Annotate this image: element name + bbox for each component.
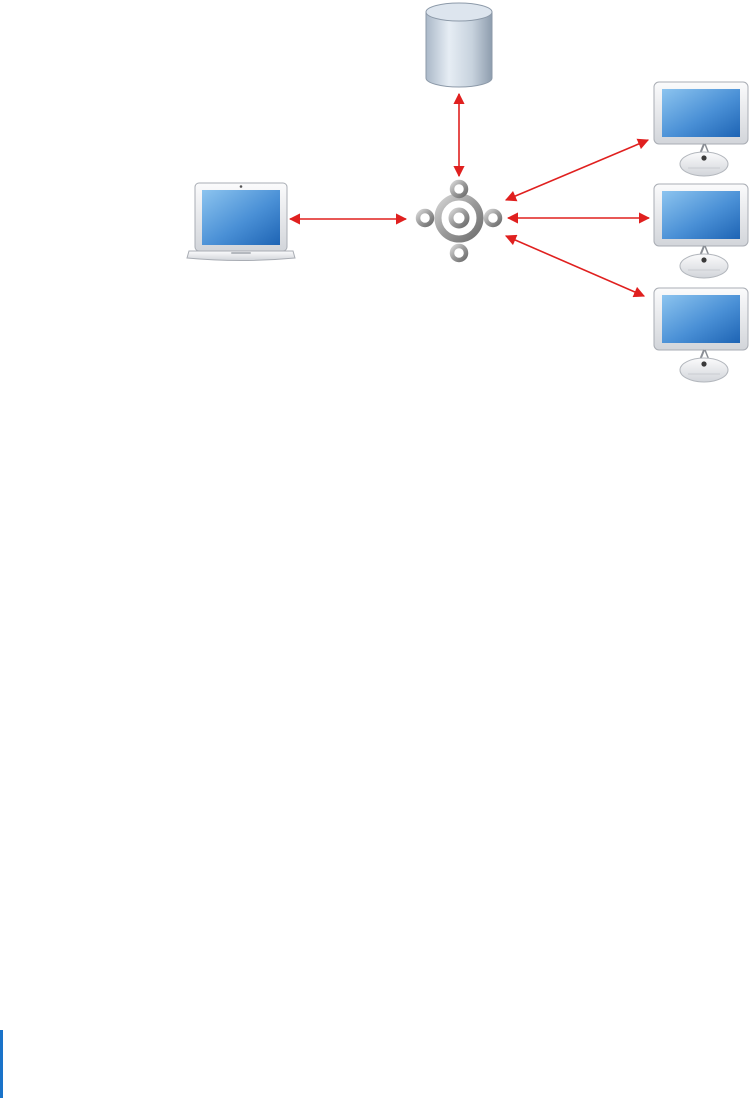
laptop-icon (187, 183, 295, 261)
connector-hub-desktop-3 (506, 236, 644, 296)
database-icon (426, 3, 492, 87)
desktop-computer-icon (654, 184, 748, 278)
connector-hub-desktop-1 (506, 140, 648, 200)
desktop-computer-icon (654, 288, 748, 382)
desktop-computer-icon (654, 82, 748, 176)
connectors (290, 94, 649, 296)
hub-logo-icon (418, 180, 500, 260)
page-edge-marker (0, 1030, 3, 1098)
